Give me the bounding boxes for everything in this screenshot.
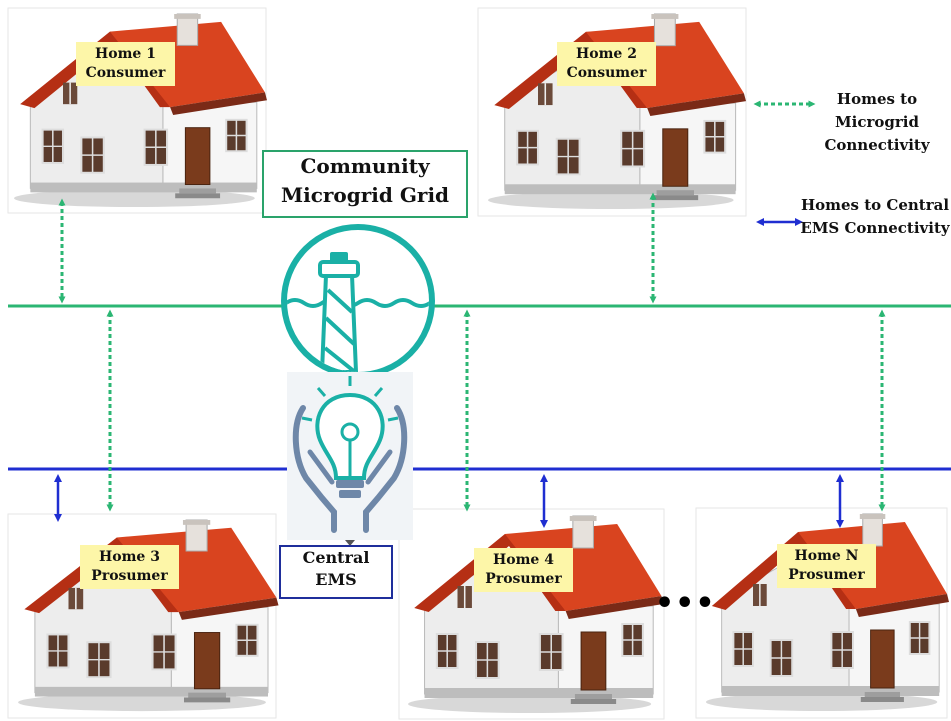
home-n-role: Prosumer xyxy=(788,567,865,583)
lightbulb-hands-icon xyxy=(287,372,413,546)
wind-turbine-water-icon xyxy=(281,224,435,378)
home-2-name: Home 2 xyxy=(576,46,637,62)
legend-microgrid-text: Homes to Microgrid Connectivity xyxy=(824,90,930,154)
home-n-name: Home N xyxy=(794,548,859,564)
home-1-name: Home 1 xyxy=(95,46,156,62)
home-3-label: Home 3 Prosumer xyxy=(80,545,179,589)
home-2-role: Consumer xyxy=(566,65,647,81)
central-ems-label: Central EMS xyxy=(279,545,393,599)
more-homes-ellipsis: ••• xyxy=(655,586,716,621)
home-3-name: Home 3 xyxy=(99,549,160,565)
home-4-name: Home 4 xyxy=(493,552,554,568)
home-3-role: Prosumer xyxy=(91,568,168,584)
home-1-label: Home 1 Consumer xyxy=(76,42,175,86)
diagram-title: Community Microgrid Grid xyxy=(262,150,468,218)
home-2-label: Home 2 Consumer xyxy=(557,42,656,86)
home-4-label: Home 4 Prosumer xyxy=(474,548,573,592)
home-n-label: Home N Prosumer xyxy=(777,544,876,588)
legend-ems-text: Homes to Central EMS Connectivity xyxy=(800,196,950,237)
home-1-role: Consumer xyxy=(85,65,166,81)
home-4-role: Prosumer xyxy=(485,571,562,587)
